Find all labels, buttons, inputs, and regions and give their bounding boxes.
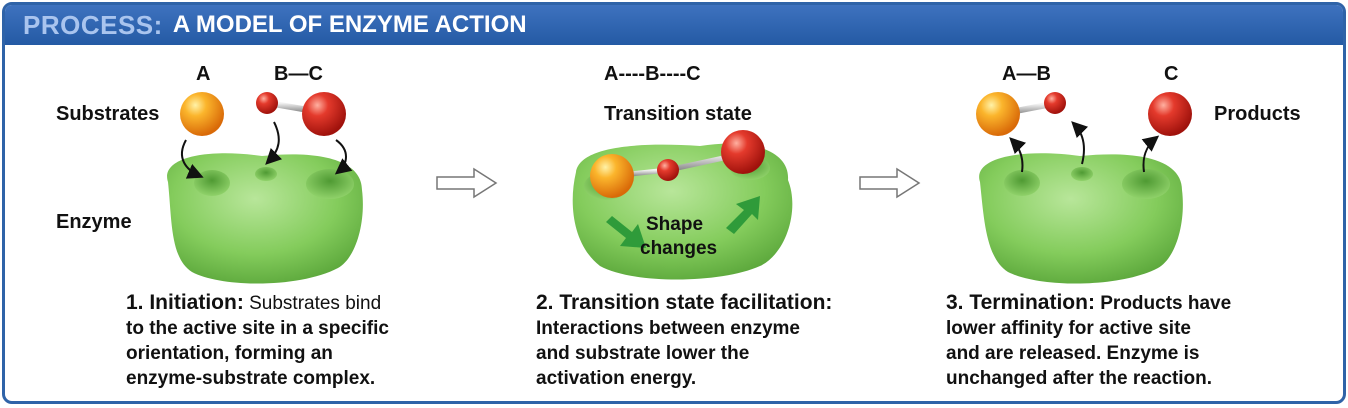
- shape-change-arrow-left: [606, 216, 646, 248]
- step-1-line-3: enzyme-substrate complex.: [126, 368, 376, 389]
- arrow-b-to-site: [265, 121, 283, 165]
- substrate-b-sphere: [256, 92, 278, 114]
- header-kicker: PROCESS:: [23, 9, 163, 40]
- arrow-release-c: [1141, 135, 1160, 173]
- label-c: C: [1164, 63, 1179, 85]
- active-site-pit-f: [1004, 170, 1040, 196]
- label-bc: B—C: [274, 63, 323, 85]
- panel-3-termination: [976, 92, 1192, 284]
- panel-2-transition: [572, 130, 793, 280]
- label-shape-2: changes: [640, 238, 718, 259]
- step-2-line-3: activation energy.: [536, 368, 697, 389]
- active-site-pit-h: [1122, 169, 1170, 199]
- caption-step-2: 2. Transition state facilitation: Intera…: [536, 290, 832, 391]
- transition-b-sphere: [657, 159, 679, 181]
- step-3-title-cont: Products have: [1100, 293, 1232, 314]
- process-arrow-2: [859, 167, 921, 199]
- substrate-a-sphere: [180, 92, 224, 136]
- step-1-title-cont: Substrates bind: [249, 293, 382, 314]
- substrate-c-sphere: [302, 92, 346, 136]
- step-3-line-1: lower affinity for active site: [946, 318, 1191, 339]
- figure-header: PROCESS: A MODEL OF ENZYME ACTION: [5, 5, 1343, 45]
- step-1-line-2: orientation, forming an: [126, 343, 333, 364]
- arrow-c-to-site: [334, 139, 353, 175]
- active-site-pit-a: [194, 170, 230, 196]
- product-b-sphere: [1044, 92, 1066, 114]
- step-3-title: 3. Termination:: [946, 291, 1095, 314]
- panel-1-initiation: [167, 92, 363, 284]
- active-site-pit-b: [255, 167, 277, 181]
- transition-a-sphere: [590, 154, 634, 198]
- label-enzyme: Enzyme: [56, 211, 132, 233]
- label-products: Products: [1214, 103, 1301, 125]
- label-shape-1: Shape: [646, 214, 704, 235]
- product-a-sphere: [976, 92, 1020, 136]
- step-3-line-2: and are released. Enzyme is: [946, 343, 1200, 364]
- arrow-release-a: [1009, 137, 1027, 173]
- step-1-line-1: to the active site in a specific: [126, 318, 389, 339]
- step-2-line-1: Interactions between enzyme: [536, 318, 800, 339]
- product-c-sphere: [1148, 92, 1192, 136]
- header-title: A MODEL OF ENZYME ACTION: [172, 11, 527, 38]
- caption-step-3: 3. Termination: Products have lower affi…: [946, 290, 1231, 391]
- label-a: A: [196, 63, 211, 85]
- step-2-title: 2. Transition state facilitation:: [536, 291, 833, 314]
- label-ab: A—B: [1002, 63, 1051, 85]
- active-site-pit-c: [306, 169, 354, 199]
- shape-change-arrow-right: [726, 196, 760, 234]
- process-arrow-1: [436, 167, 498, 199]
- arrow-release-b: [1071, 121, 1089, 165]
- step-3-line-3: unchanged after the reaction.: [946, 368, 1213, 389]
- step-2-line-2: and substrate lower the: [536, 343, 750, 364]
- label-substrates: Substrates: [56, 103, 160, 125]
- step-1-title: 1. Initiation:: [126, 291, 244, 314]
- label-transition-state: Transition state: [604, 103, 752, 125]
- transition-c-sphere: [721, 130, 765, 174]
- label-abc: A----B----C: [604, 63, 701, 85]
- active-site-pit-g: [1071, 167, 1093, 181]
- arrow-a-to-site: [181, 139, 204, 179]
- caption-step-1: 1. Initiation: Substrates bind to the ac…: [126, 290, 389, 391]
